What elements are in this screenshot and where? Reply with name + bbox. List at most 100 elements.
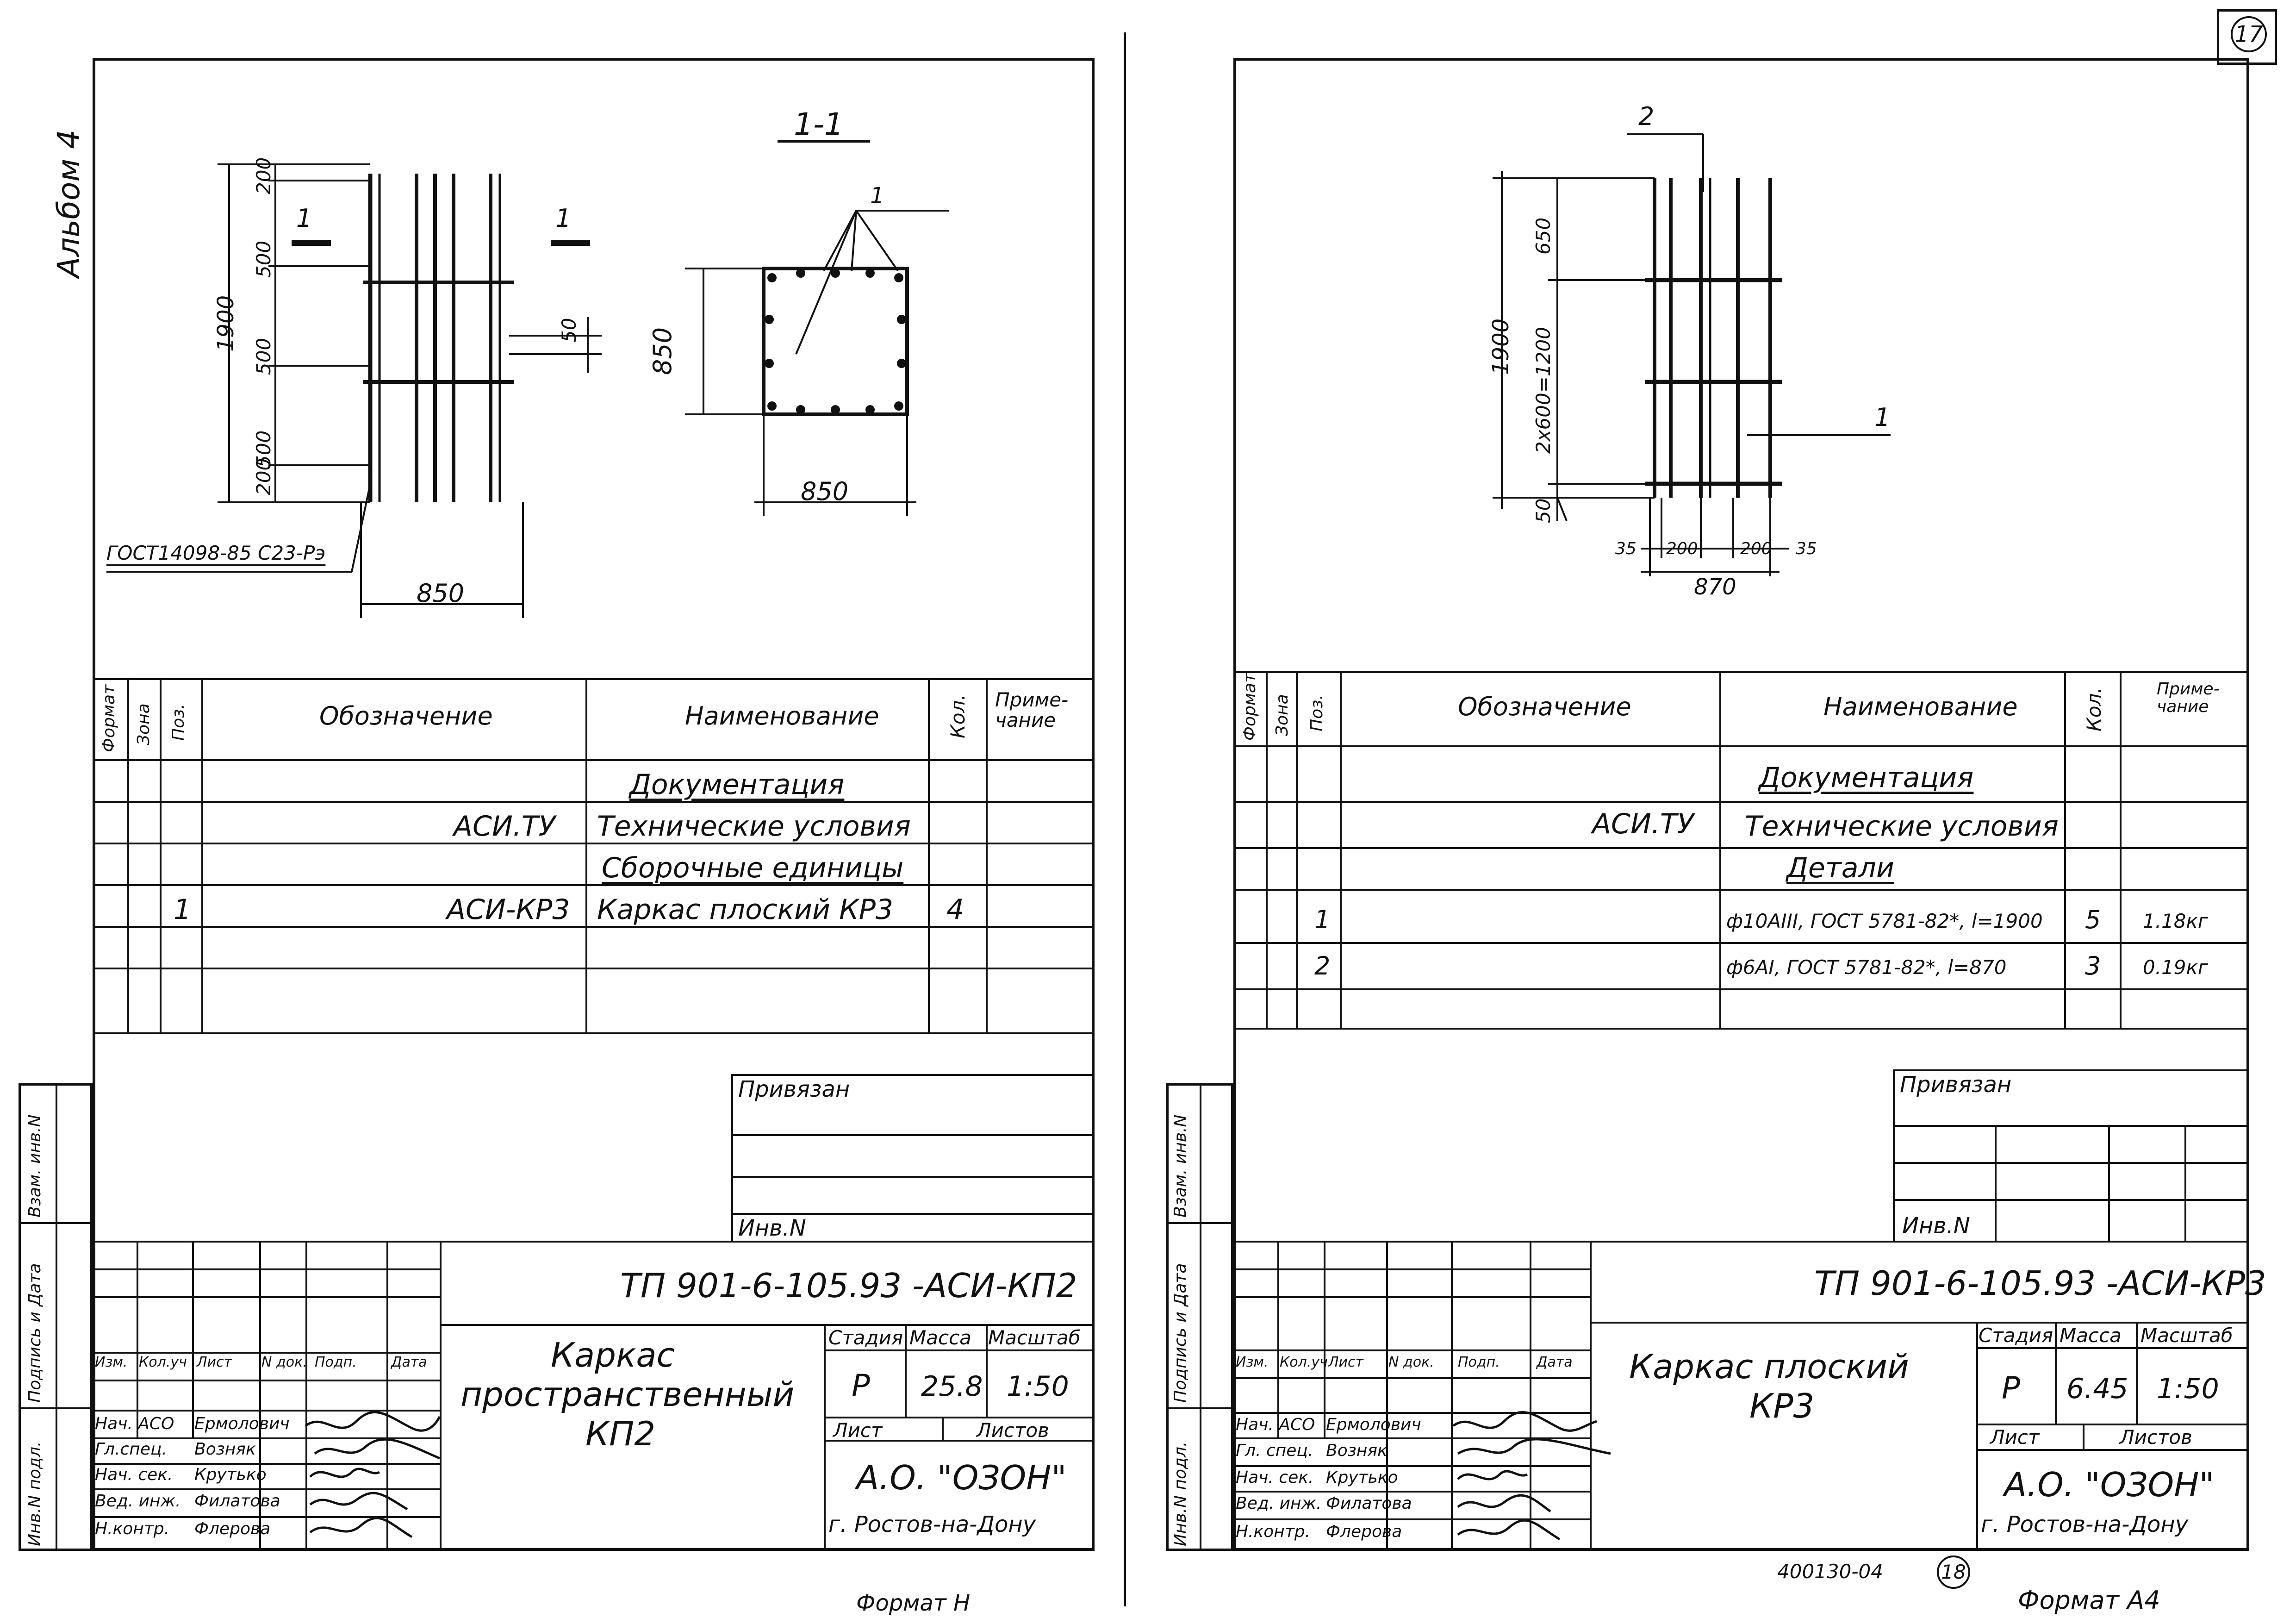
stage-label: Стадия <box>828 1326 903 1349</box>
section-title: 1-1 <box>794 106 844 142</box>
rev-date: Дата <box>391 1354 427 1370</box>
r-rev-ndok: N док. <box>1388 1354 1434 1370</box>
rev-kol: Кол.уч <box>139 1354 187 1370</box>
staff-role-4: Вед. инж. <box>95 1492 181 1511</box>
r-scale-label: Масштаб <box>2140 1324 2233 1347</box>
right-dim-height: 1900 <box>1488 318 1514 375</box>
r-rev-podp: Подп. <box>1458 1354 1500 1370</box>
r-row-4-qty: 5 <box>2085 905 2101 934</box>
hdr-zone: Зона <box>134 703 153 745</box>
hdr-pos: Поз. <box>169 704 188 741</box>
hdr-name: Наименование <box>685 701 879 731</box>
right-dim-870: 870 <box>1694 574 1736 600</box>
row-3-name: Сборочные единицы <box>602 852 904 884</box>
r-row-3-name: Детали <box>1786 852 1894 884</box>
signatures-right <box>1452 1411 1611 1541</box>
dim-elevation-width: 850 <box>417 579 465 608</box>
left-format-label: Формат Н <box>856 1590 971 1616</box>
r-inv-no-label: Инв.N <box>1902 1213 1970 1239</box>
title-line-2: пространственный <box>460 1375 795 1414</box>
signatures-left <box>305 1411 441 1538</box>
staff-role-3: Нач. сек. <box>95 1465 173 1484</box>
row-4-designation: АСИ-КР3 <box>447 893 570 926</box>
r-rev-list: Лист <box>1328 1354 1364 1370</box>
row-4-pos: 1 <box>174 893 192 926</box>
row-2-name: Технические условия <box>597 810 911 843</box>
dim-seg-1: 200 <box>252 157 275 194</box>
r-hdr-note: Приме- чание <box>2157 680 2220 716</box>
r-sheets-label: Листов <box>2120 1426 2192 1449</box>
hdr-format: Формат <box>100 684 118 752</box>
sheet-divider <box>1124 32 1126 1606</box>
dim-seg-5: 200 <box>252 458 275 495</box>
r-staff-name-3: Крутько <box>1326 1468 1398 1487</box>
r-doc-code: ТП 901-6-105.93 -АСИ-КР3 <box>1814 1264 2266 1303</box>
r-hdr-format: Формат <box>1240 673 1259 741</box>
album-label: Альбом 4 <box>51 129 87 278</box>
r-rev-izm: Изм. <box>1236 1354 1269 1370</box>
r-hdr-designation: Обозначение <box>1458 692 1631 721</box>
stamp-inv-podl: Инв.N подл. <box>25 1441 44 1546</box>
r-staff-role-1: Нач. АСО <box>1236 1415 1315 1434</box>
r-mass-value: 6.45 <box>2066 1373 2128 1405</box>
r-stamp-podpis: Подпись и Дата <box>1171 1263 1190 1403</box>
org-city: г. Ростов-на-Дону <box>828 1512 1036 1537</box>
staff-name-3: Крутько <box>194 1465 267 1484</box>
right-pos-2: 2 <box>1638 102 1655 131</box>
left-sheet-frame <box>93 58 1095 1551</box>
row-2-designation: АСИ.ТУ <box>454 810 556 843</box>
leader-pos-1: 1 <box>870 183 884 209</box>
title-line-3: КП2 <box>585 1414 656 1453</box>
staff-role-2: Гл.спец. <box>95 1440 167 1459</box>
r-row-2-designation: АСИ.ТУ <box>1592 808 1694 840</box>
stamp-podpis: Подпись и Дата <box>25 1263 44 1403</box>
r-row-5-pos: 2 <box>1314 951 1331 981</box>
mass-label: Масса <box>909 1326 971 1349</box>
staff-name-2: Возняк <box>194 1440 256 1459</box>
hdr-note: Приме- чание <box>995 688 1069 731</box>
r-org-city: г. Ростов-на-Дону <box>1981 1512 2189 1537</box>
r-stamp-vzam: Взам. инв.N <box>1171 1114 1190 1218</box>
section-marker-right: 1 <box>555 204 572 233</box>
right-dim-650: 650 <box>1532 217 1555 255</box>
right-pos-1: 1 <box>1874 403 1891 432</box>
right-sheet-frame <box>1233 58 2249 1551</box>
rev-podp: Подп. <box>315 1354 357 1370</box>
r-staff-role-5: Н.контр. <box>1236 1522 1311 1541</box>
right-dim-200b: 200 <box>1740 539 1772 558</box>
r-stage-label: Стадия <box>1979 1324 2053 1347</box>
r-staff-name-5: Флерова <box>1326 1522 1402 1541</box>
r-scale-value: 1:50 <box>2157 1373 2219 1405</box>
stage-value: Р <box>852 1368 870 1404</box>
sheet-mark: 18 <box>1937 1555 1970 1589</box>
r-staff-name-4: Филатова <box>1326 1494 1412 1513</box>
right-elevation-drawing <box>1493 133 1891 576</box>
r-staff-role-2: Гл. спец. <box>1236 1441 1313 1460</box>
r-title-line-1: Каркас плоский <box>1629 1347 1909 1386</box>
r-stamp-inv-podl: Инв.N подл. <box>1171 1441 1190 1546</box>
org-name: А.О. "ОЗОН" <box>856 1458 1067 1497</box>
dim-height-total: 1900 <box>213 295 239 352</box>
staff-role-5: Н.контр. <box>95 1519 170 1538</box>
left-elevation-drawing <box>106 140 949 618</box>
scale-value: 1:50 <box>1007 1370 1069 1403</box>
title-line-1: Каркас <box>551 1336 675 1374</box>
privyazan-label: Привязан <box>738 1076 850 1102</box>
r-row-2-name: Технические условия <box>1745 810 2059 843</box>
dim-section-width: 850 <box>801 477 849 506</box>
mass-value: 25.8 <box>921 1370 983 1403</box>
r-row-1-name: Документация <box>1759 762 1974 794</box>
right-dim-35a: 35 <box>1615 539 1636 558</box>
r-privyazan-label: Привязан <box>1900 1072 2012 1098</box>
page-number: 17 <box>2231 16 2267 52</box>
dim-seg-2: 500 <box>252 240 275 278</box>
right-dim-200a: 200 <box>1666 539 1698 558</box>
doc-code: ТП 901-6-105.93 -АСИ-КП2 <box>620 1266 1077 1305</box>
r-row-5-name: ф6АI, ГОСТ 5781-82*, l=870 <box>1726 956 2007 979</box>
r-row-5-note: 0.19кг <box>2143 956 2208 979</box>
section-marker-left: 1 <box>296 204 312 233</box>
scale-label: Масштаб <box>988 1326 1081 1349</box>
r-hdr-zone: Зона <box>1273 694 1292 736</box>
dim-seg-3: 500 <box>252 337 275 375</box>
r-rev-date: Дата <box>1537 1354 1573 1370</box>
